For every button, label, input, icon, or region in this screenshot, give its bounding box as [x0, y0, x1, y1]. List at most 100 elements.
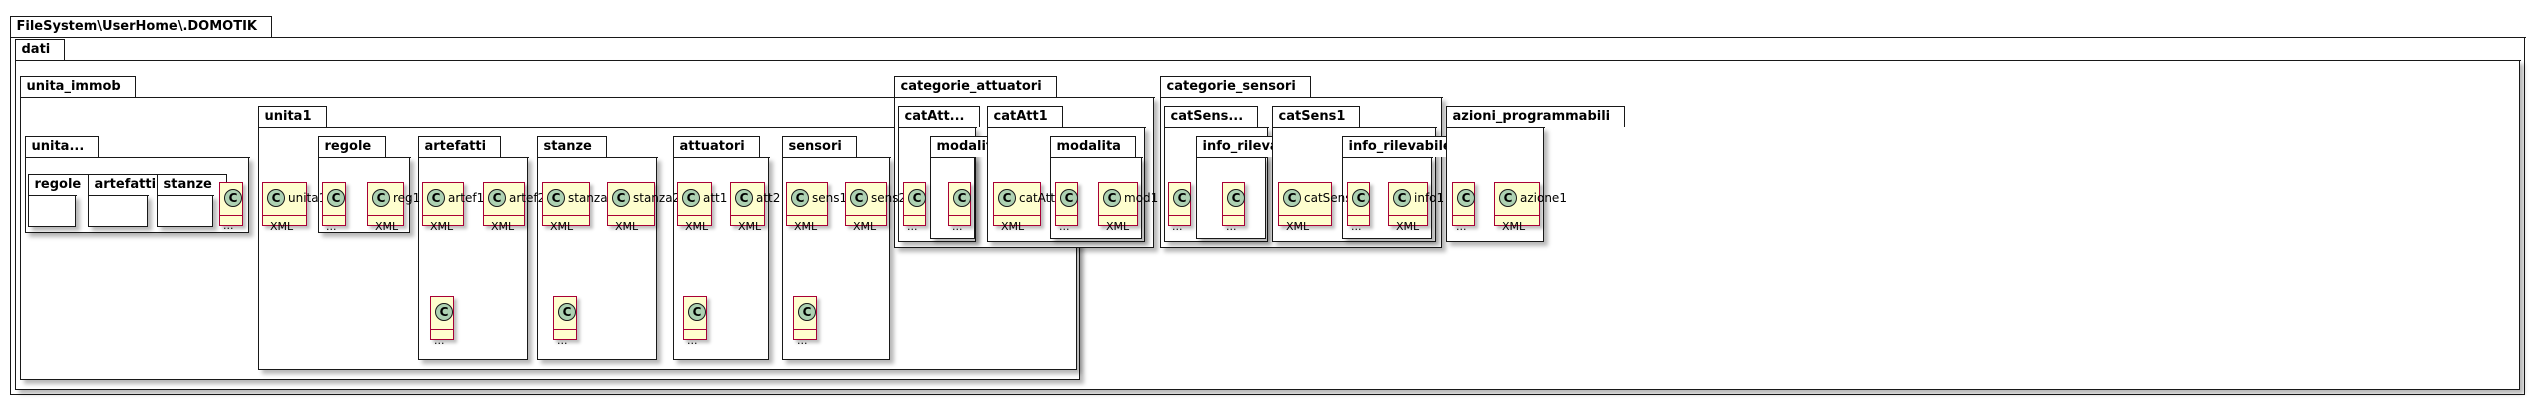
class-c-icon: C: [558, 303, 576, 321]
class-catatt-ellipsis: C ...: [903, 182, 926, 233]
class-stereotype: XML: [550, 220, 574, 233]
class-c-icon: C: [224, 189, 242, 207]
class-c-icon: C: [1227, 189, 1245, 207]
class-c-icon: C: [1499, 189, 1517, 207]
package-regole-tab: regole: [317, 136, 387, 157]
class-name: catSens1: [1304, 191, 1360, 205]
package-stanze-empty: stanze: [156, 174, 227, 227]
class-sens-ellipsis: C ...: [793, 296, 817, 347]
class-c-icon: C: [612, 189, 630, 207]
class-name: stanza1: [568, 191, 616, 205]
class-catsens-ellipsis: C ...: [1168, 182, 1191, 233]
class-name: ...: [1059, 220, 1070, 233]
package-azioni-programmabili-tab: azioni_programmabili: [1445, 106, 1626, 127]
package-dati-tab: dati: [14, 39, 66, 60]
class-name: ...: [1456, 220, 1467, 233]
class-c-icon: C: [267, 189, 285, 207]
class-name: ...: [223, 219, 234, 232]
class-stereotype: XML: [1286, 220, 1310, 233]
package-catsens-ellipsis-tab: catSens...: [1163, 106, 1259, 127]
package-catsens1-tab: catSens1: [1271, 106, 1361, 127]
package-categorie-sensori-tab: categorie_sensori: [1159, 76, 1311, 97]
class-c-icon: C: [1103, 189, 1121, 207]
class-c-icon: C: [735, 189, 753, 207]
package-catatt1-tab: catAtt1: [986, 106, 1063, 127]
class-stereotype: XML: [1001, 220, 1025, 233]
package-stanze-empty-tab: stanze: [156, 174, 227, 195]
class-name: catAtt1: [1019, 191, 1063, 205]
class-name: att1: [703, 191, 728, 205]
class-c-icon: C: [327, 189, 345, 207]
class-c-icon: C: [953, 189, 971, 207]
class-unita-ellipsis: C ...: [219, 182, 243, 232]
package-unita-ellipsis-tab: unita...: [24, 136, 100, 157]
class-c-icon: C: [798, 303, 816, 321]
package-artefatti-empty-tab: artefatti: [87, 174, 172, 195]
package-unita1-tab: unita1: [257, 106, 327, 127]
class-c-icon: C: [791, 189, 809, 207]
class-stereotype: XML: [491, 220, 515, 233]
package-sensori-tab: sensori: [781, 136, 857, 157]
class-c-icon: C: [427, 189, 445, 207]
class-name: ...: [797, 334, 808, 347]
class-c-icon: C: [372, 189, 390, 207]
class-c-icon: C: [547, 189, 565, 207]
class-stereotype: XML: [853, 220, 877, 233]
class-c-icon: C: [435, 303, 453, 321]
package-artefatti-tab: artefatti: [417, 136, 502, 157]
class-name: info1: [1414, 191, 1445, 205]
package-catatt-ellipsis-tab: catAtt...: [897, 106, 980, 127]
class-name: azione1: [1520, 191, 1567, 205]
package-stanze-tab: stanze: [536, 136, 607, 157]
class-stereotype: XML: [794, 220, 818, 233]
package-unita-immob-tab: unita_immob: [19, 76, 136, 97]
class-c-icon: C: [1173, 189, 1191, 207]
class-name: ...: [434, 334, 445, 347]
class-name: stanza2: [633, 191, 681, 205]
class-stereotype: XML: [738, 220, 762, 233]
class-c-icon: C: [688, 303, 706, 321]
class-regole-ellipsis: C ...: [322, 182, 346, 233]
class-stereotype: XML: [1502, 220, 1526, 233]
class-name: ...: [687, 334, 698, 347]
class-stereotype: XML: [1396, 220, 1420, 233]
class-stereotype: XML: [375, 220, 399, 233]
class-c-icon: C: [850, 189, 868, 207]
class-name: ...: [952, 220, 963, 233]
class-stereotype: XML: [430, 220, 454, 233]
class-name: mod1: [1124, 191, 1159, 205]
class-c-icon: C: [998, 189, 1016, 207]
class-c-icon: C: [1393, 189, 1411, 207]
class-stereotype: XML: [270, 220, 294, 233]
class-name: unita1: [288, 191, 327, 205]
class-att-ellipsis: C ...: [683, 296, 707, 347]
class-stanza-ellipsis: C ...: [553, 296, 577, 347]
class-artef-ellipsis: C ...: [430, 296, 454, 347]
class-modalita-ellipsis: C ...: [1055, 182, 1078, 233]
class-name: ...: [1351, 220, 1362, 233]
class-name: artef1: [448, 191, 485, 205]
class-info-ellipsis: C ...: [1347, 182, 1370, 233]
class-c-icon: C: [682, 189, 700, 207]
class-name: ...: [326, 220, 337, 233]
package-categorie-attuatori-tab: categorie_attuatori: [893, 76, 1057, 97]
package-attuatori-tab: attuatori: [672, 136, 760, 157]
class-name: sens1: [812, 191, 848, 205]
class-c-icon: C: [1352, 189, 1370, 207]
class-stereotype: XML: [1106, 220, 1130, 233]
package-regole-empty: regole: [27, 174, 97, 227]
class-name: sens2: [871, 191, 907, 205]
package-modalita-tab: modalita: [1049, 136, 1136, 157]
